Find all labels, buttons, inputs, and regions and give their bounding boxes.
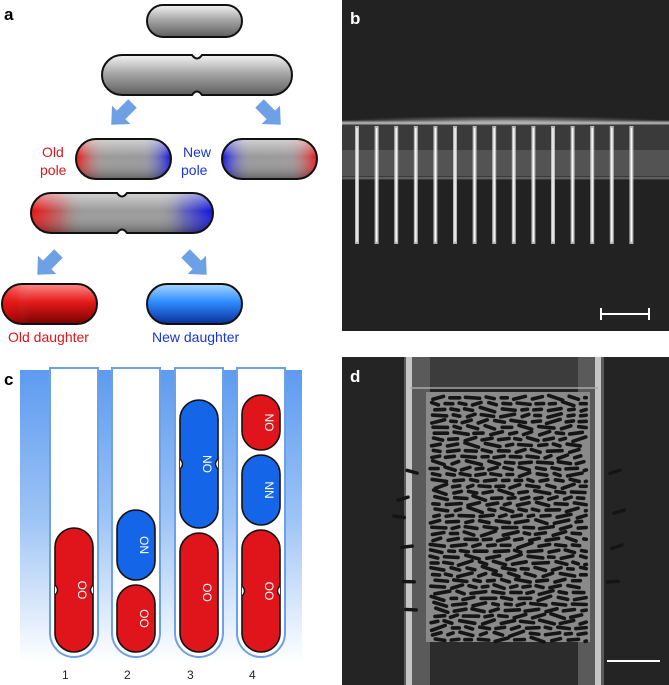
panel-c: c OO ON OO NO OO NO NN OO 1 2 3 4	[4, 367, 302, 682]
trench	[453, 126, 457, 244]
trench	[433, 126, 438, 244]
new-pole-cell	[221, 138, 318, 180]
trench-lanes: OO ON OO NO OO NO NN OO	[49, 367, 286, 658]
trench	[492, 126, 497, 244]
cell-label: NN	[262, 481, 276, 498]
trench	[413, 126, 418, 244]
lane-label-4: 4	[249, 668, 256, 682]
panel-b-letter: b	[350, 9, 360, 28]
trench	[629, 126, 634, 244]
arrow-down-right-icon	[181, 249, 207, 275]
cell-oo: OO	[179, 532, 219, 653]
trench	[394, 126, 399, 244]
cell-on: ON	[116, 509, 156, 581]
panel-d-letter: d	[350, 367, 360, 386]
lane-label-2: 2	[124, 668, 131, 682]
panel-d-micrograph	[342, 357, 669, 685]
cell-colony	[428, 393, 589, 644]
trench	[531, 126, 536, 244]
cell-label: ON	[137, 536, 151, 554]
mother-cell	[146, 4, 243, 38]
new-daughter-label: New daughter	[152, 329, 240, 345]
old-pole-label-1: Old	[42, 144, 64, 160]
old-pole-cell	[75, 138, 172, 180]
panel-a: a Old pole New pole	[1, 4, 318, 345]
dividing-cell	[101, 54, 293, 96]
old-pole-label-2: pole	[40, 162, 67, 178]
trench	[570, 126, 575, 244]
lane-label-3: 3	[187, 668, 194, 682]
cell-label: NO	[200, 455, 214, 473]
scale-bar-b	[600, 308, 650, 320]
trench-array	[355, 126, 634, 244]
cell-oo: OO	[54, 527, 94, 653]
cell-label: OO	[200, 583, 214, 602]
panel-c-letter: c	[4, 370, 13, 389]
panel-a-letter: a	[4, 5, 14, 24]
cell-oo: OO	[116, 584, 156, 653]
new-daughter-cell	[146, 283, 243, 325]
trench	[551, 126, 555, 244]
old-daughter-cell	[1, 283, 98, 325]
arrow-right-icon	[255, 99, 281, 125]
trench	[472, 126, 477, 244]
trench	[355, 126, 359, 244]
old-daughter-label: Old daughter	[8, 329, 89, 345]
dividing-cell-2	[30, 192, 214, 234]
lane-label-1: 1	[62, 668, 69, 682]
trench	[511, 126, 516, 244]
cell-oo: OO	[241, 529, 281, 653]
panel-b-micrograph	[342, 0, 669, 331]
trench	[374, 126, 379, 244]
stray-cells	[392, 468, 626, 612]
cell-no: NO	[241, 394, 281, 451]
new-pole-label-1: New	[183, 144, 212, 160]
arrow-down-left-icon	[37, 249, 63, 275]
cell-label: NO	[262, 414, 276, 432]
new-pole-label-2: pole	[181, 162, 208, 178]
cell-label: OO	[262, 582, 276, 601]
cell-label: OO	[137, 609, 151, 628]
cell-nn: NN	[241, 454, 281, 526]
trench	[609, 126, 614, 244]
arrow-left-icon	[111, 99, 137, 125]
trench	[590, 126, 595, 244]
cell-no: NO	[179, 399, 219, 529]
cell-label: OO	[75, 581, 89, 600]
